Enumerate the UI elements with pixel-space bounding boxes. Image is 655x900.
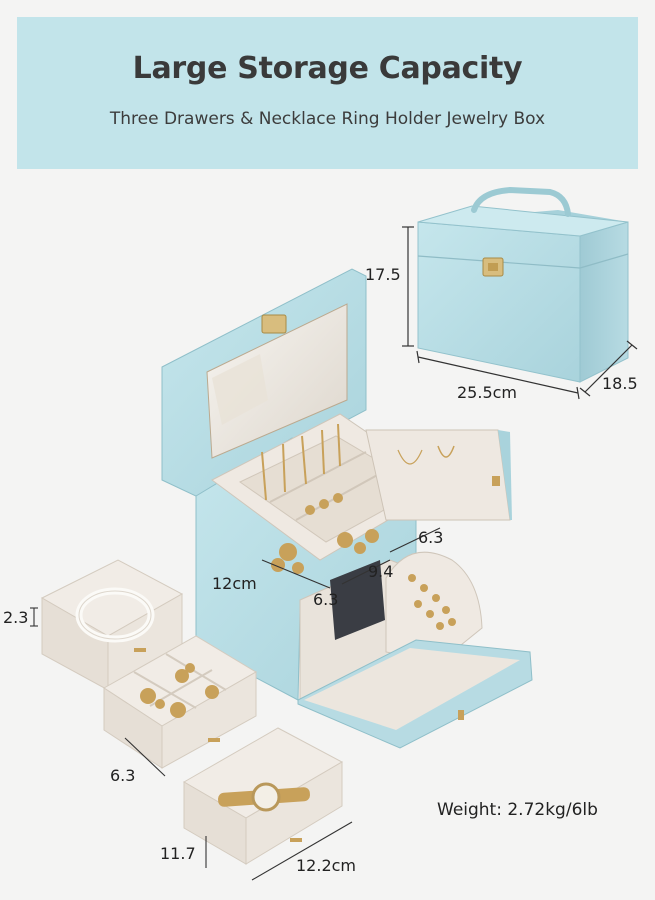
dim-middle-tray-depth: 6.3 (110, 766, 136, 785)
tray-pearls (40, 559, 184, 691)
dim-tray-depth: 6.3 (313, 590, 339, 609)
dim-height: 17.5 (365, 265, 401, 284)
weight-label: Weight: 2.72kg/6lb (437, 800, 598, 820)
open-jewelry-box (161, 268, 533, 749)
tray-watch (183, 727, 344, 865)
dim-small-tray-height: 2.3 (3, 608, 29, 627)
dim-tray-width: 12cm (212, 574, 257, 593)
dim-depth: 18.5 (602, 374, 638, 393)
page-subtitle: Three Drawers & Necklace Ring Holder Jew… (109, 109, 546, 129)
tray-dimension-lines (261, 527, 441, 589)
box-dimension-lines (402, 226, 638, 400)
closed-jewelry-box (417, 186, 629, 383)
dim-bottom-tray-height: 11.7 (160, 844, 196, 863)
page-title: Large Storage Capacity (132, 51, 523, 86)
dim-bottom-tray-width: 12.2cm (296, 856, 357, 875)
dim-width: 25.5cm (457, 383, 518, 402)
dim-top-tray-depth: 6.3 (418, 528, 444, 547)
title-banner: Large Storage Capacity Three Drawers & N… (17, 17, 638, 169)
tray-earrings (103, 635, 257, 769)
dim-tray-length: 9.4 (368, 562, 394, 581)
